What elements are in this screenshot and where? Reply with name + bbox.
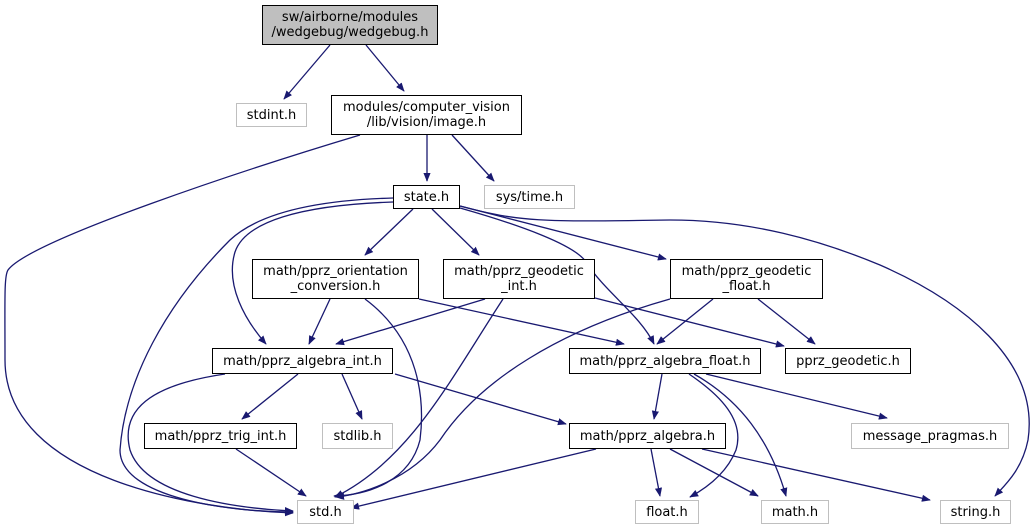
edge-state-to-std — [119, 197, 394, 516]
graph-node-trigint[interactable]: math/pprz_trig_int.h — [144, 423, 297, 449]
node-label: modules/computer_vision — [343, 100, 510, 115]
node-label: /wedgebug/wedgebug.h — [271, 25, 429, 40]
edge-root-to-stdint — [283, 44, 331, 100]
node-label: /lib/vision/image.h — [366, 115, 487, 130]
graph-node-root: sw/airborne/modules/wedgebug/wedgebug.h — [262, 5, 438, 45]
edge-algebra-to-string — [701, 448, 931, 502]
graph-node-stdlib: stdlib.h — [322, 423, 393, 449]
graph-node-stdint: stdint.h — [236, 103, 307, 127]
graph-node-orient[interactable]: math/pprz_orientation_conversion.h — [252, 259, 419, 299]
graph-node-math: math.h — [761, 500, 829, 524]
edge-geofloat-to-geodetic — [757, 298, 816, 345]
graph-node-systime: sys/time.h — [484, 185, 575, 209]
node-label: math.h — [771, 504, 819, 520]
node-label: math/pprz_algebra_float.h — [579, 353, 751, 369]
graph-node-geodetic[interactable]: pprz_geodetic.h — [785, 348, 911, 374]
node-label: stdint.h — [246, 107, 297, 123]
node-label: _float.h — [722, 279, 771, 294]
edge-algfloat-to-math — [693, 373, 788, 497]
edge-algfloat-to-float — [688, 373, 739, 498]
edge-geofloat-to-algfloat — [656, 298, 714, 345]
edge-image-to-std — [4, 134, 361, 517]
edge-orient-to-algint — [308, 298, 331, 345]
edge-state-to-orient — [364, 208, 414, 256]
edge-geoint-to-geodetic — [594, 297, 785, 348]
edge-state-to-geoint — [431, 208, 480, 256]
graph-node-algint[interactable]: math/pprz_algebra_int.h — [212, 348, 393, 374]
graph-node-std: std.h — [297, 500, 354, 524]
node-label: std.h — [309, 504, 342, 520]
node-label: sys/time.h — [495, 189, 564, 205]
node-label: _conversion.h — [290, 279, 381, 294]
node-label: math/pprz_algebra.h — [579, 428, 716, 444]
edge-trigint-to-std — [235, 448, 307, 497]
node-label: stdlib.h — [333, 428, 382, 444]
edge-algfloat-to-msgprag — [705, 373, 888, 420]
edge-geoint-to-algint — [335, 298, 486, 346]
graph-node-image[interactable]: modules/computer_vision/lib/vision/image… — [331, 95, 522, 135]
edge-algebra-to-math — [669, 448, 759, 497]
graph-node-algfloat[interactable]: math/pprz_algebra_float.h — [569, 348, 761, 374]
node-label: pprz_geodetic.h — [796, 353, 900, 369]
edge-algint-to-trigint — [241, 373, 299, 420]
node-label: math/pprz_geodetic — [454, 264, 584, 279]
edge-geoint-to-std — [334, 298, 504, 498]
node-label: message_pragmas.h — [862, 428, 998, 444]
graph-node-float: float.h — [635, 500, 699, 524]
node-label: math/pprz_trig_int.h — [154, 428, 287, 444]
edge-algebra-to-float — [650, 448, 663, 497]
graph-node-string: string.h — [940, 500, 1011, 524]
graph-node-state[interactable]: state.h — [393, 185, 460, 209]
edge-orient-to-std — [333, 298, 423, 500]
graph-node-msgprag: message_pragmas.h — [851, 423, 1009, 449]
edge-geofloat-to-std — [335, 298, 671, 500]
edge-orient-to-algfloat — [418, 298, 625, 346]
edge-state-to-algint — [231, 201, 394, 345]
graph-node-algebra[interactable]: math/pprz_algebra.h — [569, 423, 726, 449]
graph-node-geoint[interactable]: math/pprz_geodetic_int.h — [443, 259, 595, 299]
graph-node-geofloat[interactable]: math/pprz_geodetic_float.h — [670, 259, 823, 299]
edge-state-to-string — [459, 205, 1030, 497]
edge-algint-to-stdlib — [341, 373, 363, 420]
edge-algebra-to-std — [350, 448, 597, 510]
edge-algint-to-std — [127, 373, 294, 515]
node-label: state.h — [403, 189, 450, 205]
node-label: string.h — [950, 504, 1001, 520]
node-label: sw/airborne/modules — [281, 10, 419, 25]
edge-algint-to-algebra — [394, 373, 567, 426]
edge-image-to-systime — [451, 134, 495, 182]
node-label: math/pprz_geodetic — [681, 264, 812, 279]
edge-root-to-image — [365, 44, 405, 92]
node-label: math/pprz_algebra_int.h — [223, 353, 382, 369]
edge-algfloat-to-algebra — [651, 373, 663, 420]
node-label: float.h — [646, 504, 688, 520]
node-label: math/pprz_orientation — [263, 264, 408, 279]
node-label: _int.h — [501, 279, 537, 294]
